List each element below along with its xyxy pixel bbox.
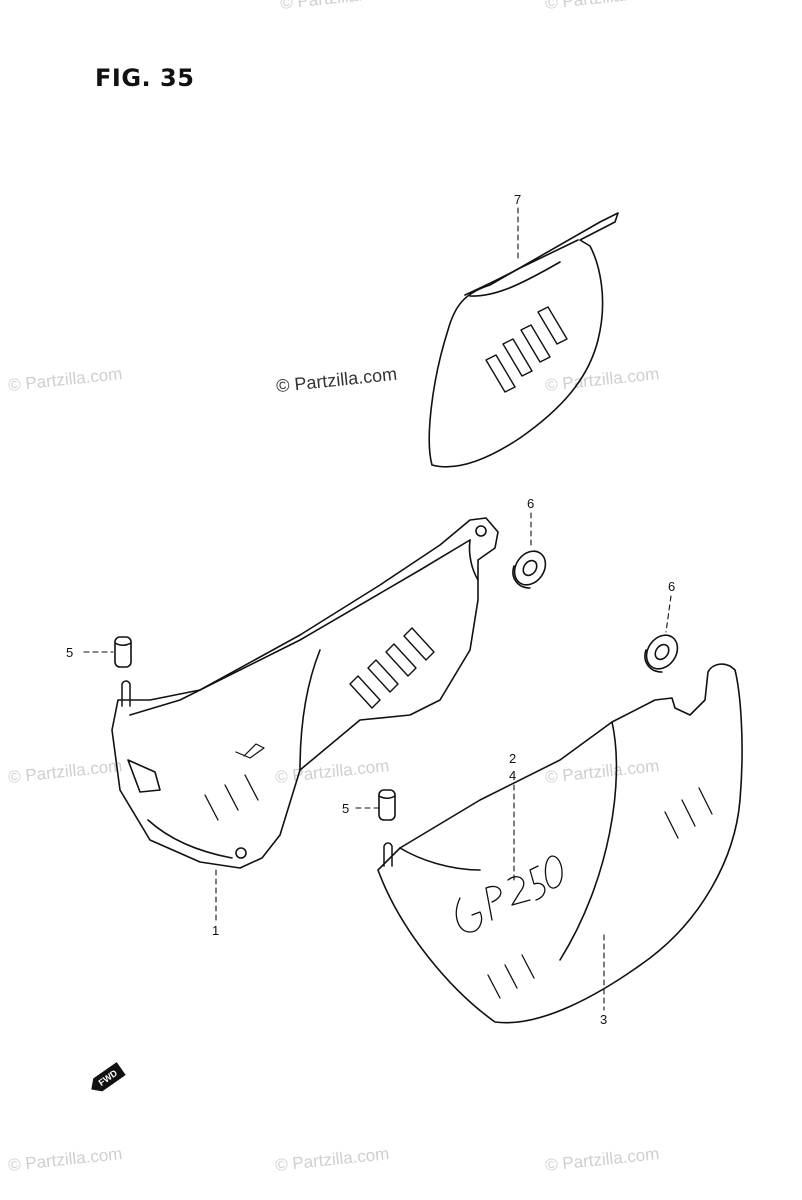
part-3-emblem: [455, 855, 563, 933]
part-1-vents: [349, 627, 435, 709]
figure-title: FIG. 35: [95, 64, 195, 92]
callout-6-upper: 6: [527, 496, 535, 511]
part-7-upper-cover: [428, 212, 619, 468]
callout-2: 2: [509, 751, 517, 766]
callout-6-lower: 6: [668, 579, 676, 594]
callout-4: 4: [509, 768, 517, 783]
part-1-left-cover: [111, 517, 499, 869]
part-3-right-cover: [377, 663, 743, 1024]
part-7-vents: [485, 306, 568, 393]
callout-3: 3: [600, 1012, 608, 1027]
leader-lines: [83, 207, 672, 1011]
callout-1: 1: [212, 923, 220, 938]
mounting-pins: [121, 680, 393, 867]
part-1-side-marks: [204, 774, 259, 821]
callout-5-left: 5: [66, 645, 74, 660]
part-5-bushings: [114, 636, 396, 821]
callout-5-center: 5: [342, 801, 350, 816]
callout-7: 7: [514, 192, 522, 207]
part-6-grommets: [512, 550, 679, 673]
part-3-vents: [487, 787, 713, 999]
